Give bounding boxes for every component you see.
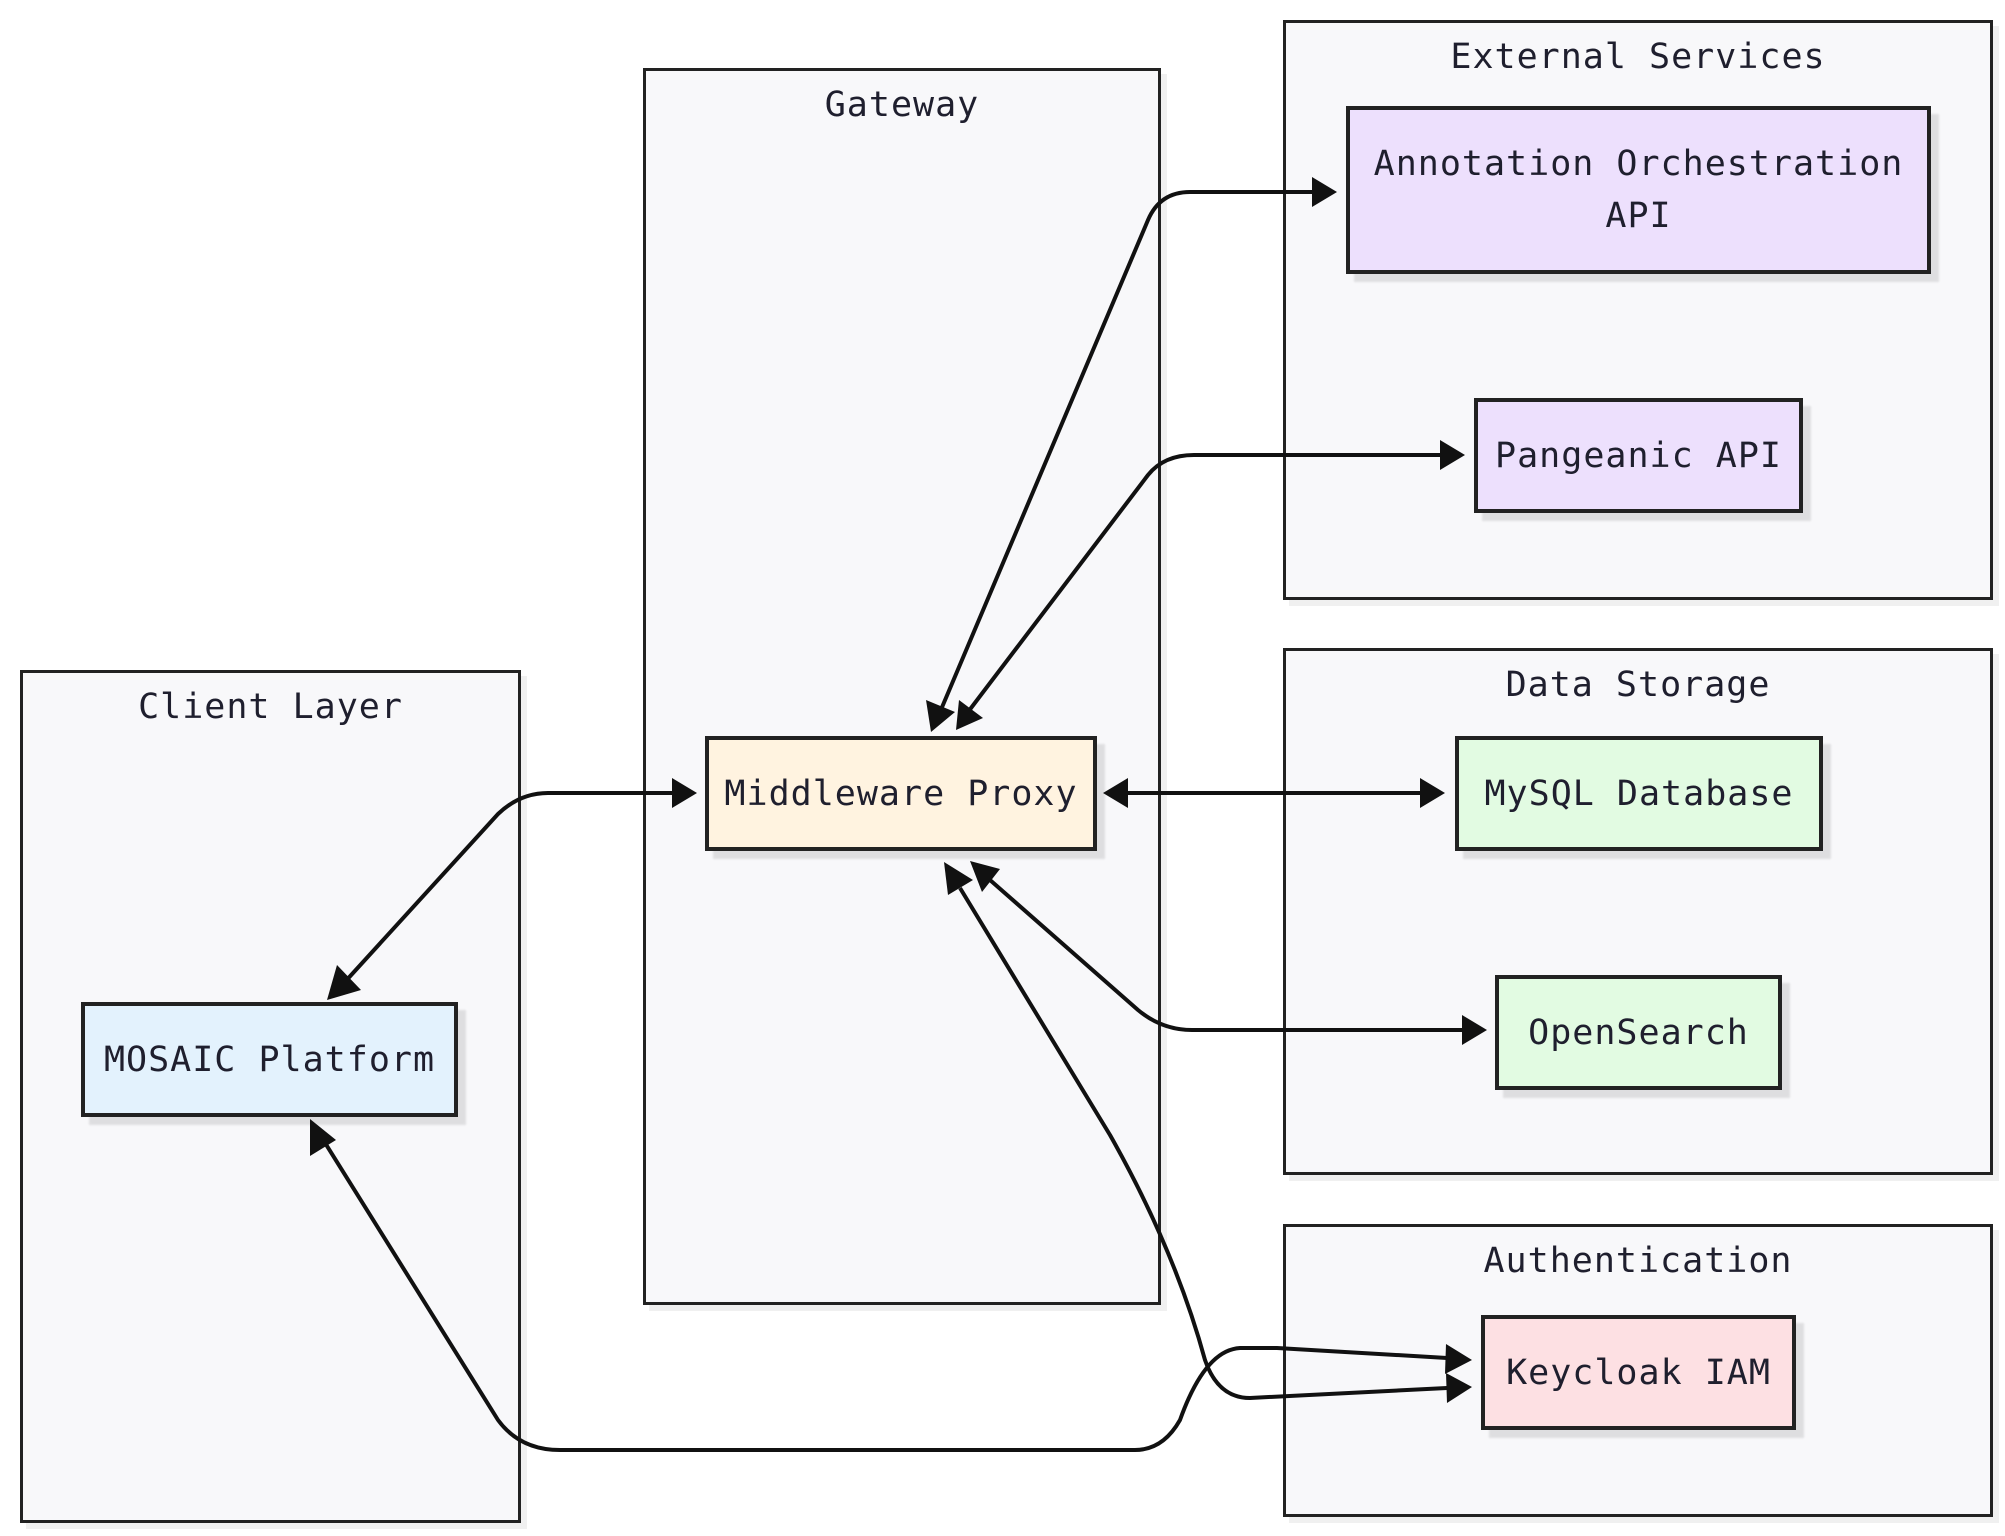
pangeanic-api-label: Pangeanic API bbox=[1495, 435, 1782, 476]
middleware-proxy-label: Middleware Proxy bbox=[724, 773, 1078, 814]
mysql-database-label: MySQL Database bbox=[1484, 773, 1794, 814]
keycloak-iam-node[interactable]: Keycloak IAM bbox=[1481, 1315, 1796, 1430]
client-layer-title: Client Layer bbox=[138, 687, 403, 727]
external-services-title: External Services bbox=[1450, 37, 1826, 77]
opensearch-label: OpenSearch bbox=[1528, 1012, 1749, 1053]
pangeanic-api-node[interactable]: Pangeanic API bbox=[1474, 398, 1803, 513]
mosaic-platform-label: MOSAIC Platform bbox=[103, 1039, 436, 1080]
gateway-group: Gateway bbox=[643, 68, 1161, 1305]
authentication-title: Authentication bbox=[1483, 1241, 1793, 1281]
annotation-orchestration-api-node[interactable]: Annotation Orchestration API bbox=[1346, 106, 1931, 274]
data-storage-group: Data Storage bbox=[1283, 648, 1993, 1175]
keycloak-iam-label: Keycloak IAM bbox=[1506, 1352, 1771, 1393]
opensearch-node[interactable]: OpenSearch bbox=[1495, 975, 1782, 1090]
data-storage-title: Data Storage bbox=[1505, 665, 1771, 705]
annotation-api-label-line2: API bbox=[1605, 196, 1672, 236]
mysql-database-node[interactable]: MySQL Database bbox=[1455, 736, 1823, 851]
mosaic-platform-node[interactable]: MOSAIC Platform bbox=[81, 1002, 458, 1117]
gateway-title: Gateway bbox=[824, 85, 980, 125]
middleware-proxy-node[interactable]: Middleware Proxy bbox=[705, 736, 1097, 851]
annotation-api-label-line1: Annotation Orchestration bbox=[1373, 144, 1904, 184]
